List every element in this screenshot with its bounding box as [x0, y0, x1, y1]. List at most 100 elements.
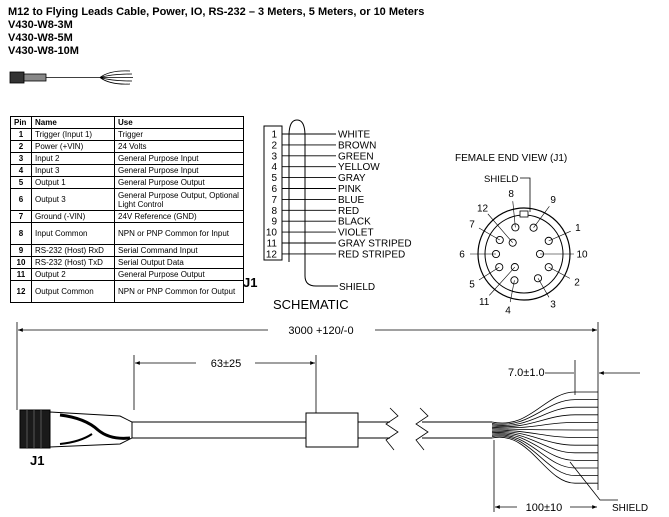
flying-lead-wire — [491, 414, 598, 428]
document-title: M12 to Flying Leads Cable, Power, IO, RS… — [8, 6, 425, 18]
end-view-shield-label: SHIELD — [484, 174, 518, 185]
end-view-leader-line — [478, 227, 500, 241]
end-view-leader-line — [533, 206, 550, 228]
connector-j1-body — [49, 411, 133, 448]
end-view-pin-number: 1 — [575, 223, 581, 234]
pin-use: NPN or PNP Common for Output — [114, 280, 244, 303]
flying-leads — [491, 391, 598, 484]
heat-shrink-sleeve — [305, 412, 359, 448]
lead-length-dimension: 100±10 — [526, 502, 563, 514]
end-view-pin-number: 9 — [550, 195, 556, 206]
overall-length-dimension: 3000 +120/-0 — [288, 325, 353, 337]
schematic-wire-color: YELLOW — [338, 162, 380, 173]
schematic-wire-color: GREEN — [338, 151, 374, 162]
flying-lead-wire — [491, 436, 598, 484]
schematic-pin-number: 1 — [271, 130, 277, 141]
end-view-pin-number: 7 — [469, 220, 475, 231]
end-view-pin-number: 5 — [469, 280, 475, 291]
flying-lead-wire — [491, 432, 598, 454]
end-view-leader-line — [548, 266, 571, 279]
keyway-notch — [519, 210, 529, 218]
jacket-length-dimension: 63±25 — [211, 358, 242, 370]
model-number-3m: V430-W8-3M — [8, 19, 73, 31]
flying-lead-wire — [491, 406, 598, 426]
schematic-wire-color: BLUE — [338, 195, 364, 206]
end-view-pin-number: 6 — [459, 250, 465, 261]
schematic-pin-number: 7 — [271, 195, 277, 206]
cable-drawing: 3000 +120/-0 63±25 J1 7.0±1.0 — [16, 322, 648, 514]
flying-lead-wire — [491, 435, 598, 476]
shield-loop — [288, 119, 338, 287]
end-view-leader-line — [478, 266, 500, 281]
end-view-leader-line — [512, 201, 516, 228]
end-view-pin-number: 10 — [576, 250, 588, 261]
schematic-pin-number: 3 — [271, 151, 277, 162]
female-end-view: FEMALE END VIEW (J1) SHIELD 123456789101… — [455, 153, 588, 316]
cable-thumbnail-icon — [9, 70, 133, 85]
schematic-wire-color: RED STRIPED — [338, 249, 405, 260]
drawing-connector-label: J1 — [30, 453, 44, 468]
schematic-wire-color: PINK — [338, 184, 362, 195]
schematic-pin-number: 8 — [271, 206, 277, 217]
break-line-left — [385, 407, 399, 451]
schematic-shield-label: SHIELD — [339, 282, 375, 293]
strip-length-dimension: 7.0±1.0 — [508, 367, 545, 379]
schematic-pin-number: 12 — [266, 249, 278, 260]
flying-lead-wire — [491, 399, 598, 425]
pin-name: Output Common — [31, 280, 115, 303]
schematic-pin-number: 5 — [271, 173, 277, 184]
flying-lead-wire — [491, 434, 598, 469]
model-number-10m: V430-W8-10M — [8, 45, 79, 57]
schematic-pin-number: 2 — [271, 140, 277, 151]
end-view-pin-number: 12 — [477, 203, 489, 214]
schematic-wire-color: BROWN — [338, 140, 376, 151]
pin-use: General Purpose Output, Optional Light C… — [114, 188, 244, 211]
schematic-wires: WHITEBROWNGREENYELLOWGRAYPINKBLUEREDBLAC… — [282, 130, 412, 260]
end-view-pin-number: 4 — [505, 305, 511, 316]
schematic-wire-color: BLACK — [338, 217, 371, 228]
schematic-pin-number: 10 — [266, 228, 278, 239]
end-view-pin-number: 8 — [508, 189, 514, 200]
schematic-wire-color: WHITE — [338, 130, 371, 141]
model-number-5m: V430-W8-5M — [8, 32, 73, 44]
schematic-wire-color: GRAY STRIPED — [338, 239, 412, 250]
break-line-right — [415, 407, 429, 451]
schematic-caption: SCHEMATIC — [273, 297, 349, 312]
flying-lead-wire — [491, 422, 598, 429]
schematic-pin-number: 9 — [271, 217, 277, 228]
end-view-leader-line — [487, 213, 513, 243]
end-view-leader-line — [509, 280, 515, 303]
end-view-pin-number: 11 — [479, 297, 490, 308]
end-view-title: FEMALE END VIEW (J1) — [455, 153, 567, 164]
end-view-leader-line — [489, 266, 516, 296]
flying-lead-wire — [491, 433, 598, 461]
schematic-connector-box — [263, 125, 283, 261]
schematic-pin-number: 11 — [267, 239, 278, 250]
end-view-pin-number: 3 — [550, 300, 556, 311]
schematic-pin-number: 6 — [271, 184, 277, 195]
end-view-leader-line — [548, 230, 571, 242]
flying-lead-wire — [491, 428, 598, 431]
end-view-pin-number: 2 — [574, 278, 580, 289]
drawing-shield-label: SHIELD — [612, 503, 648, 514]
flying-lead-wire — [491, 430, 598, 446]
flying-lead-wire — [491, 429, 598, 438]
schematic-connector-label: J1 — [243, 275, 257, 290]
schematic-wire-color: RED — [338, 206, 359, 217]
flying-lead-wire — [491, 391, 598, 424]
end-view-leader-line — [537, 278, 550, 298]
schematic-wire-color: GRAY — [338, 173, 366, 184]
